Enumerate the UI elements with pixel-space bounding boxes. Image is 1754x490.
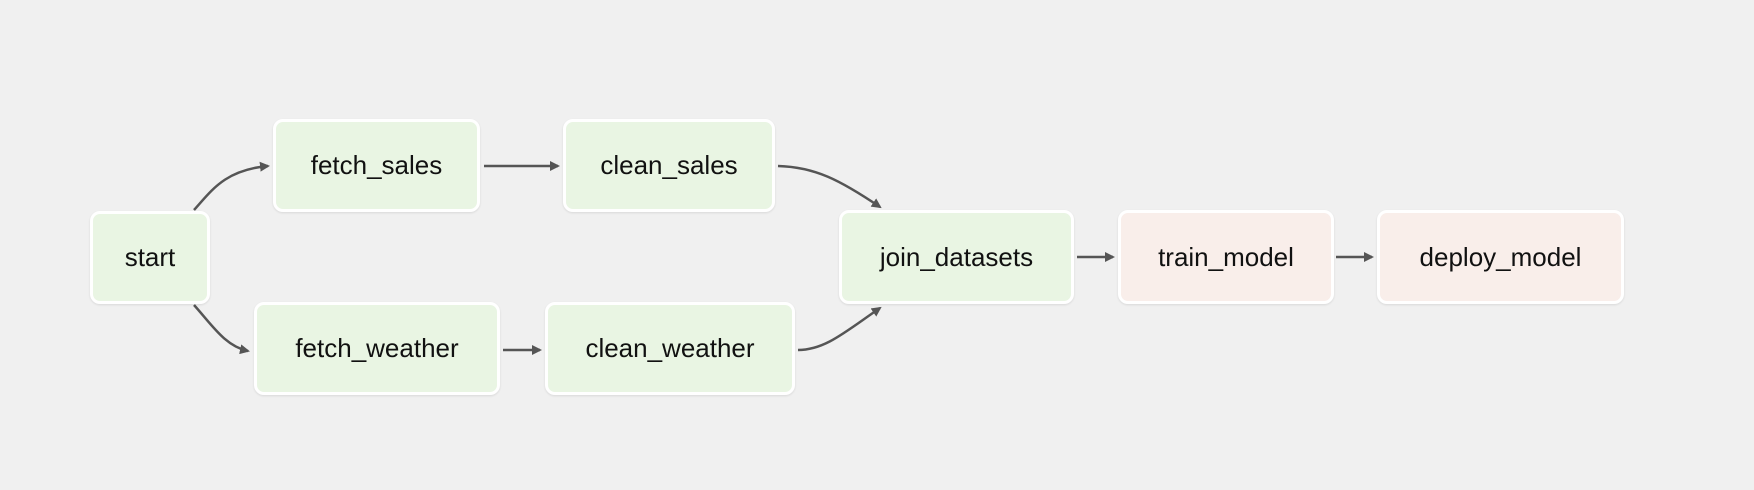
task-node-train-model[interactable]: train_model [1118,210,1334,304]
edge-start-to-fetch-weather [193,304,250,355]
edge-clean-sales-to-join-datasets [777,164,882,209]
task-node-start[interactable]: start [90,211,210,304]
edge-clean-weather-to-join-datasets [797,306,882,352]
task-node-deploy-model[interactable]: deploy_model [1377,210,1624,304]
task-node-join-datasets[interactable]: join_datasets [839,210,1074,304]
task-node-label: join_datasets [879,241,1034,272]
task-node-clean-sales[interactable]: clean_sales [563,119,775,212]
edge-start-to-fetch-sales [193,161,270,211]
task-node-label: clean_weather [585,333,755,363]
task-node-clean-weather[interactable]: clean_weather [545,302,795,395]
task-node-fetch-weather[interactable]: fetch_weather [254,302,500,395]
task-node-label: deploy_model [1419,241,1582,272]
task-node-label: start [124,242,176,272]
task-node-label: clean_sales [600,150,738,180]
task-node-fetch-sales[interactable]: fetch_sales [273,119,480,212]
task-node-label: train_model [1158,241,1294,272]
task-node-label: fetch_weather [295,333,459,363]
task-node-label: fetch_sales [310,150,443,180]
